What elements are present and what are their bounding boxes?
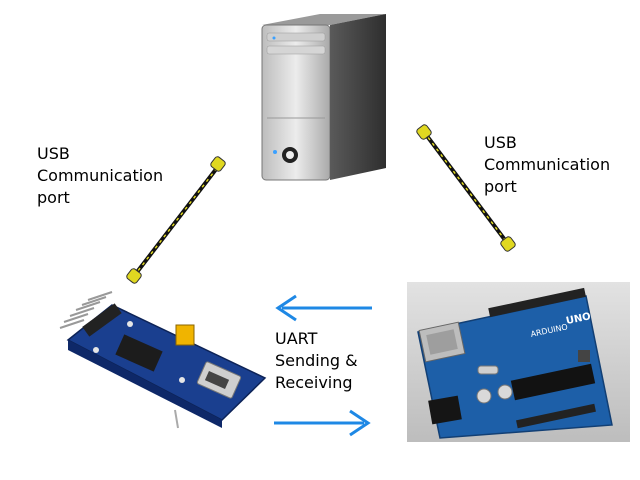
uart-arrows xyxy=(274,294,372,437)
label-line: USB xyxy=(37,144,70,163)
usb-cable-right xyxy=(416,124,516,252)
computer-tower-icon xyxy=(261,14,386,181)
label-line: Receiving xyxy=(275,373,353,392)
usb-port-label-left: USB Communication port xyxy=(37,143,197,209)
label-line: UART xyxy=(275,329,318,348)
usb-to-uart-adapter-board xyxy=(59,291,267,429)
label-line: port xyxy=(484,177,517,196)
arduino-model-text: UNO xyxy=(565,311,592,327)
label-line: Communication xyxy=(484,155,611,174)
label-line: port xyxy=(37,188,70,207)
uart-label: UART Sending & Receiving xyxy=(275,328,405,394)
usb-cable-left xyxy=(126,156,226,284)
label-line: Sending & xyxy=(275,351,358,370)
label-line: Communication xyxy=(37,166,164,185)
arrow-head-right xyxy=(349,409,371,437)
label-line: USB xyxy=(484,133,517,152)
usb-port-label-right: USB Communication port xyxy=(484,132,634,198)
arduino-uno-board: ARDUINO UNO xyxy=(407,282,630,442)
arrow-head-left xyxy=(275,294,297,322)
